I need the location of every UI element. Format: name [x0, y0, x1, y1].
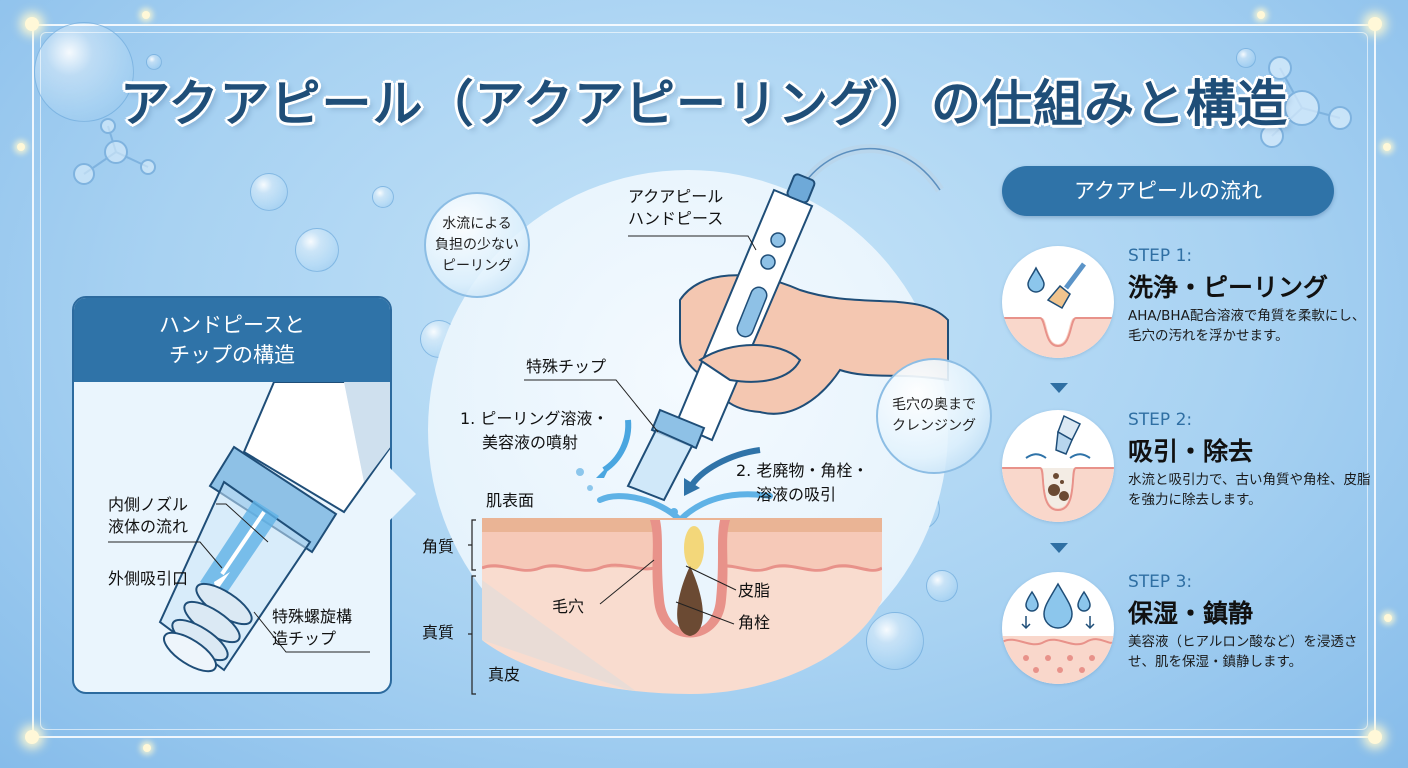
inner-nozzle-label: 内側ノズル	[108, 495, 189, 514]
glow-dot	[1368, 730, 1382, 744]
glow-dot	[143, 744, 151, 752]
step-title: 洗浄・ピーリング	[1128, 273, 1329, 302]
glow-dot	[142, 11, 150, 19]
spiral-tip-label-2: 造チップ	[272, 629, 337, 648]
glow-dot	[25, 17, 39, 31]
skin-surface-label: 肌表面	[486, 491, 535, 510]
sebum-label: 皮脂	[738, 581, 771, 600]
step-2: STEP 2: 吸引・除去 水流と吸引力で、古い角質や角栓、皮脂を強力に除去しま…	[1002, 410, 1382, 530]
bubble-decoration	[295, 228, 339, 272]
spiral-tip-label: 特殊螺旋構	[272, 607, 353, 626]
step-number: STEP 3:	[1128, 572, 1193, 592]
glow-dot	[25, 730, 39, 744]
moisture-drops-icon	[1002, 572, 1114, 684]
suction-step-label: 2. 老廃物・角栓・	[736, 461, 869, 480]
brush-droplet-icon	[1002, 246, 1114, 358]
tip-diagram: 内側ノズル 液体の流れ 外側吸引口 特殊螺旋構 造チップ	[74, 382, 390, 692]
page-title: アクアピール（アクアピーリング）の仕組みと構造	[120, 75, 1288, 133]
bubble-decoration	[866, 612, 924, 670]
bubble-decoration	[1236, 48, 1256, 68]
step-description: AHA/BHA配合溶液で角質を柔軟にし、毛穴の汚れを浮かせます。	[1128, 308, 1366, 344]
bubble-decoration	[34, 22, 134, 122]
panel-pointer	[390, 468, 416, 520]
handpiece-structure-panel: ハンドピースと チップの構造	[72, 296, 392, 694]
panel-header-line2: チップの構造	[169, 343, 295, 367]
spray-step-label: 1. ピーリング溶液・	[460, 409, 609, 428]
keratin-plug-label: 角栓	[738, 613, 771, 632]
decorative-frame	[32, 24, 1376, 738]
glow-dot	[1368, 17, 1382, 31]
spiral-tip-illustration	[108, 382, 390, 673]
handpiece-label: アクアピール	[628, 187, 724, 206]
inner-nozzle-label-2: 液体の流れ	[108, 517, 189, 536]
flow-arrow-down-icon	[1050, 543, 1068, 553]
suction-step-label-2: 溶液の吸引	[756, 485, 837, 504]
suction-tip-icon	[1002, 410, 1114, 522]
step-1: STEP 1: 洗浄・ピーリング AHA/BHA配合溶液で角質を柔軟にし、毛穴の…	[1002, 246, 1382, 366]
step-3: STEP 3: 保湿・鎮静 美容液（ヒアルロン酸など）を浸透させ、肌を保湿・鎮静…	[1002, 572, 1382, 692]
molecule-icon	[73, 118, 156, 185]
flow-arrow-down-icon	[1050, 383, 1068, 393]
flow-header: アクアピールの流れ	[1002, 166, 1334, 216]
stratum-corneum-label: 角質	[422, 537, 455, 556]
bubble-decoration	[250, 173, 288, 211]
molecule-icon	[1260, 56, 1352, 148]
bubble-decoration	[926, 570, 958, 602]
bubble-decoration	[146, 54, 162, 70]
step-title: 吸引・除去	[1128, 437, 1254, 466]
step-description: 水流と吸引力で、古い角質や角栓、皮脂を強力に除去します。	[1128, 472, 1371, 508]
glow-dot	[1384, 614, 1392, 622]
panel-header: ハンドピースと チップの構造	[74, 298, 390, 382]
info-bubble-gentle-peeling: 水流による 負担の少ない ピーリング	[424, 192, 530, 298]
special-tip-label: 特殊チップ	[526, 357, 607, 376]
step-number: STEP 2:	[1128, 410, 1193, 430]
glow-dot	[1383, 143, 1391, 151]
pore-label: 毛穴	[552, 597, 585, 616]
bubble-text: 水流による	[442, 215, 512, 232]
dermis-outer-label: 真質	[422, 623, 455, 642]
outer-suction-label: 外側吸引口	[108, 569, 189, 588]
step-number: STEP 1:	[1128, 246, 1193, 266]
bubble-text: クレンジング	[892, 418, 976, 434]
bubble-text: 負担の少ない	[435, 236, 519, 253]
dermis-label: 真皮	[488, 665, 521, 684]
info-bubble-deep-cleansing: 毛穴の奥まで クレンジング	[876, 358, 992, 474]
step-title: 保湿・鎮静	[1128, 599, 1254, 628]
spray-step-label-2: 美容液の噴射	[482, 433, 579, 452]
panel-header-line1: ハンドピースと	[159, 313, 305, 337]
handpiece-label-2: ハンドピース	[628, 209, 724, 228]
step-description: 美容液（ヒアルロン酸など）を浸透させ、肌を保湿・鎮静します。	[1128, 634, 1358, 670]
decorative-frame-inner	[40, 32, 1368, 730]
bubble-text: ピーリング	[442, 257, 512, 274]
glow-dot	[1257, 11, 1265, 19]
glow-dot	[17, 143, 25, 151]
bubble-text: 毛穴の奥まで	[892, 397, 976, 413]
bubble-decoration	[372, 186, 394, 208]
